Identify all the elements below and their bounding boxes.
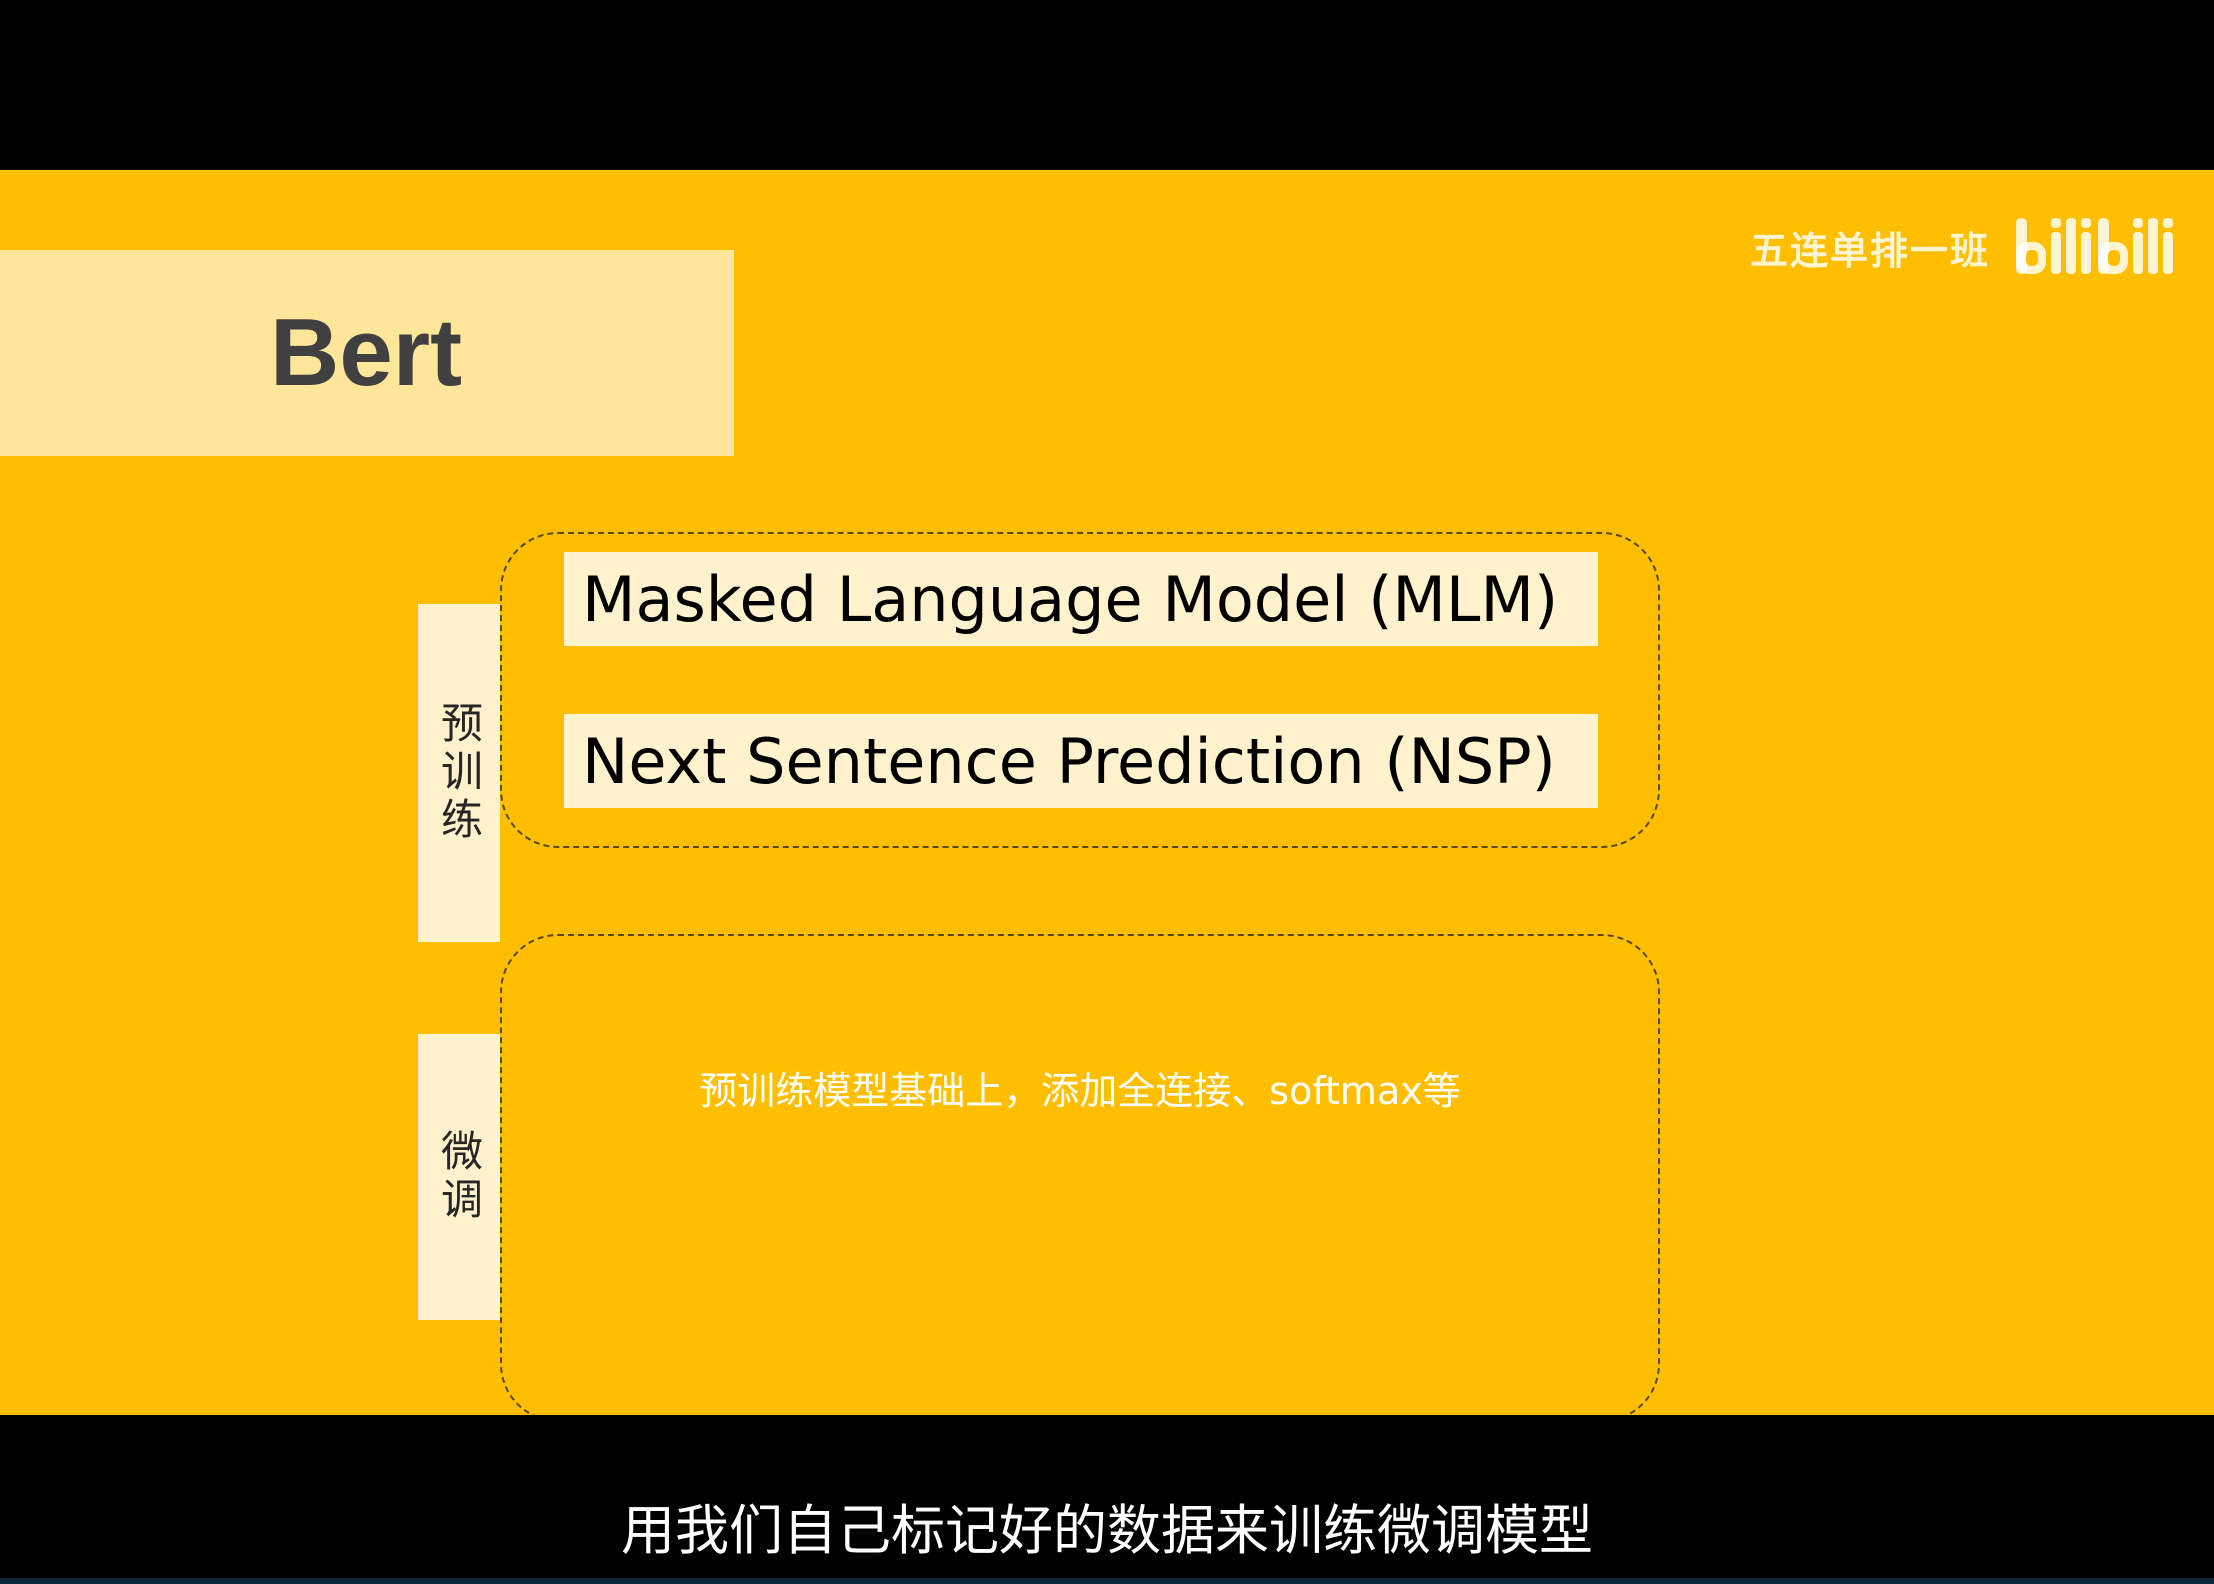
pretrain-group (500, 532, 1660, 848)
bottom-letterbox (0, 1415, 2214, 1584)
title-block: Bert (0, 250, 734, 456)
finetune-label: 微调 (418, 1034, 500, 1320)
top-letterbox (0, 0, 2214, 170)
progress-strip (0, 1578, 2214, 1584)
finetune-group (500, 934, 1660, 1422)
finetune-description: 预训练模型基础上，添加全连接、softmax等 (699, 1069, 1461, 1113)
slide: Bert 五连单排一班 (0, 170, 2214, 1422)
nsp-box: Next Sentence Prediction (NSP) (564, 714, 1598, 808)
slide-title: Bert (270, 299, 463, 406)
bilibili-logo-icon (2016, 218, 2173, 274)
mlm-box: Masked Language Model (MLM) (564, 552, 1598, 646)
watermark-text: 五连单排一班 (1749, 228, 1990, 273)
watermark: 五连单排一班 (1750, 212, 2174, 282)
finetune-label-text: 微调 (434, 1129, 484, 1225)
video-subtitle: 用我们自己标记好的数据来训练微调模型 (621, 1499, 1593, 1562)
pretrain-label-text: 预训练 (434, 701, 484, 845)
mlm-text: Masked Language Model (MLM) (582, 562, 1559, 636)
pretrain-label: 预训练 (418, 604, 500, 942)
nsp-text: Next Sentence Prediction (NSP) (582, 724, 1556, 798)
